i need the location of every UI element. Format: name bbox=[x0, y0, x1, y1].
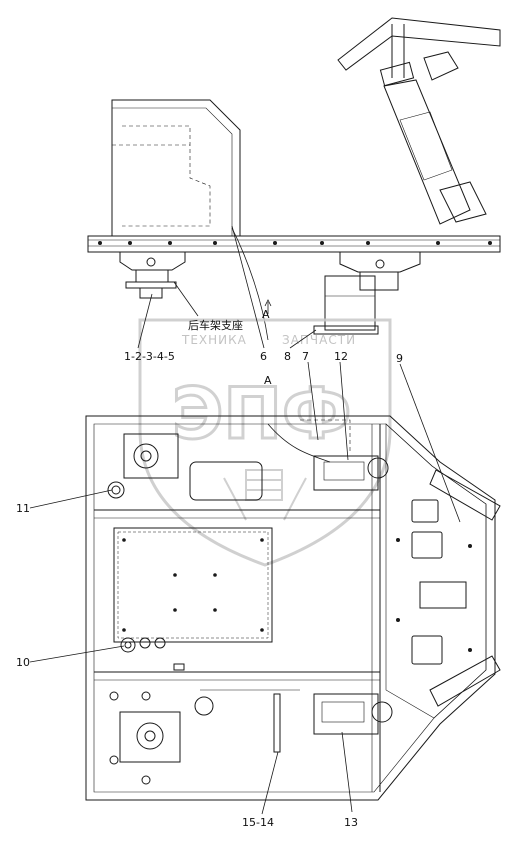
side-elevation-view bbox=[87, 17, 501, 341]
right-side-panel-9 bbox=[385, 423, 501, 719]
seat-cabinet bbox=[111, 99, 241, 237]
watermark-text-right: ЗАПЧАСТИ bbox=[282, 333, 356, 347]
top-pocket bbox=[189, 461, 263, 501]
callout-13: 13 bbox=[344, 816, 358, 829]
label-rear-frame-support: 后车架支座 bbox=[188, 318, 243, 332]
watermark-text-left: ТЕХНИКА bbox=[181, 333, 247, 347]
platform-deck bbox=[87, 235, 501, 253]
panel-holes bbox=[122, 538, 264, 632]
clip-15-14 bbox=[273, 693, 281, 753]
view-marker-a-bottom: A bbox=[264, 374, 272, 387]
upper-left-bore bbox=[133, 443, 159, 469]
left-support-mount bbox=[119, 251, 186, 299]
callout-1-5: 1-2-3-4-5 bbox=[124, 350, 175, 363]
callout-10: 10 bbox=[16, 656, 30, 669]
upper-left-block bbox=[123, 433, 179, 479]
watermark-logo: ЭПФ bbox=[172, 373, 351, 455]
lower-left-bore bbox=[136, 722, 164, 750]
steering-column bbox=[337, 17, 501, 225]
callout-labels: 1-2-3-4-5 后车架支座 A 6 8 7 12 9 A 11 10 13 … bbox=[16, 308, 403, 829]
lower-bracket-13 bbox=[313, 693, 379, 735]
callout-7: 7 bbox=[302, 350, 309, 363]
fitting-10 bbox=[120, 637, 136, 653]
side-panel-window bbox=[419, 581, 467, 609]
inner-panel bbox=[113, 527, 273, 643]
plan-view bbox=[85, 415, 501, 801]
view-marker-a-top: A bbox=[262, 308, 270, 321]
callout-6: 6 bbox=[260, 350, 267, 363]
leader-lines bbox=[29, 225, 461, 815]
fitting-11 bbox=[107, 481, 125, 499]
deck-bolts bbox=[98, 241, 492, 245]
callout-15-14: 15-14 bbox=[242, 816, 274, 829]
callout-12: 12 bbox=[334, 350, 348, 363]
callout-9: 9 bbox=[396, 352, 403, 365]
plan-frame-outline bbox=[85, 415, 496, 801]
watermark-shield bbox=[138, 318, 392, 567]
lower-left-block bbox=[119, 711, 181, 763]
watermark: ТЕХНИКА ЗАПЧАСТИ ЭПФ bbox=[138, 318, 392, 567]
callout-8: 8 bbox=[284, 350, 291, 363]
valve-bracket-12 bbox=[313, 455, 379, 491]
callout-11: 11 bbox=[16, 502, 30, 515]
